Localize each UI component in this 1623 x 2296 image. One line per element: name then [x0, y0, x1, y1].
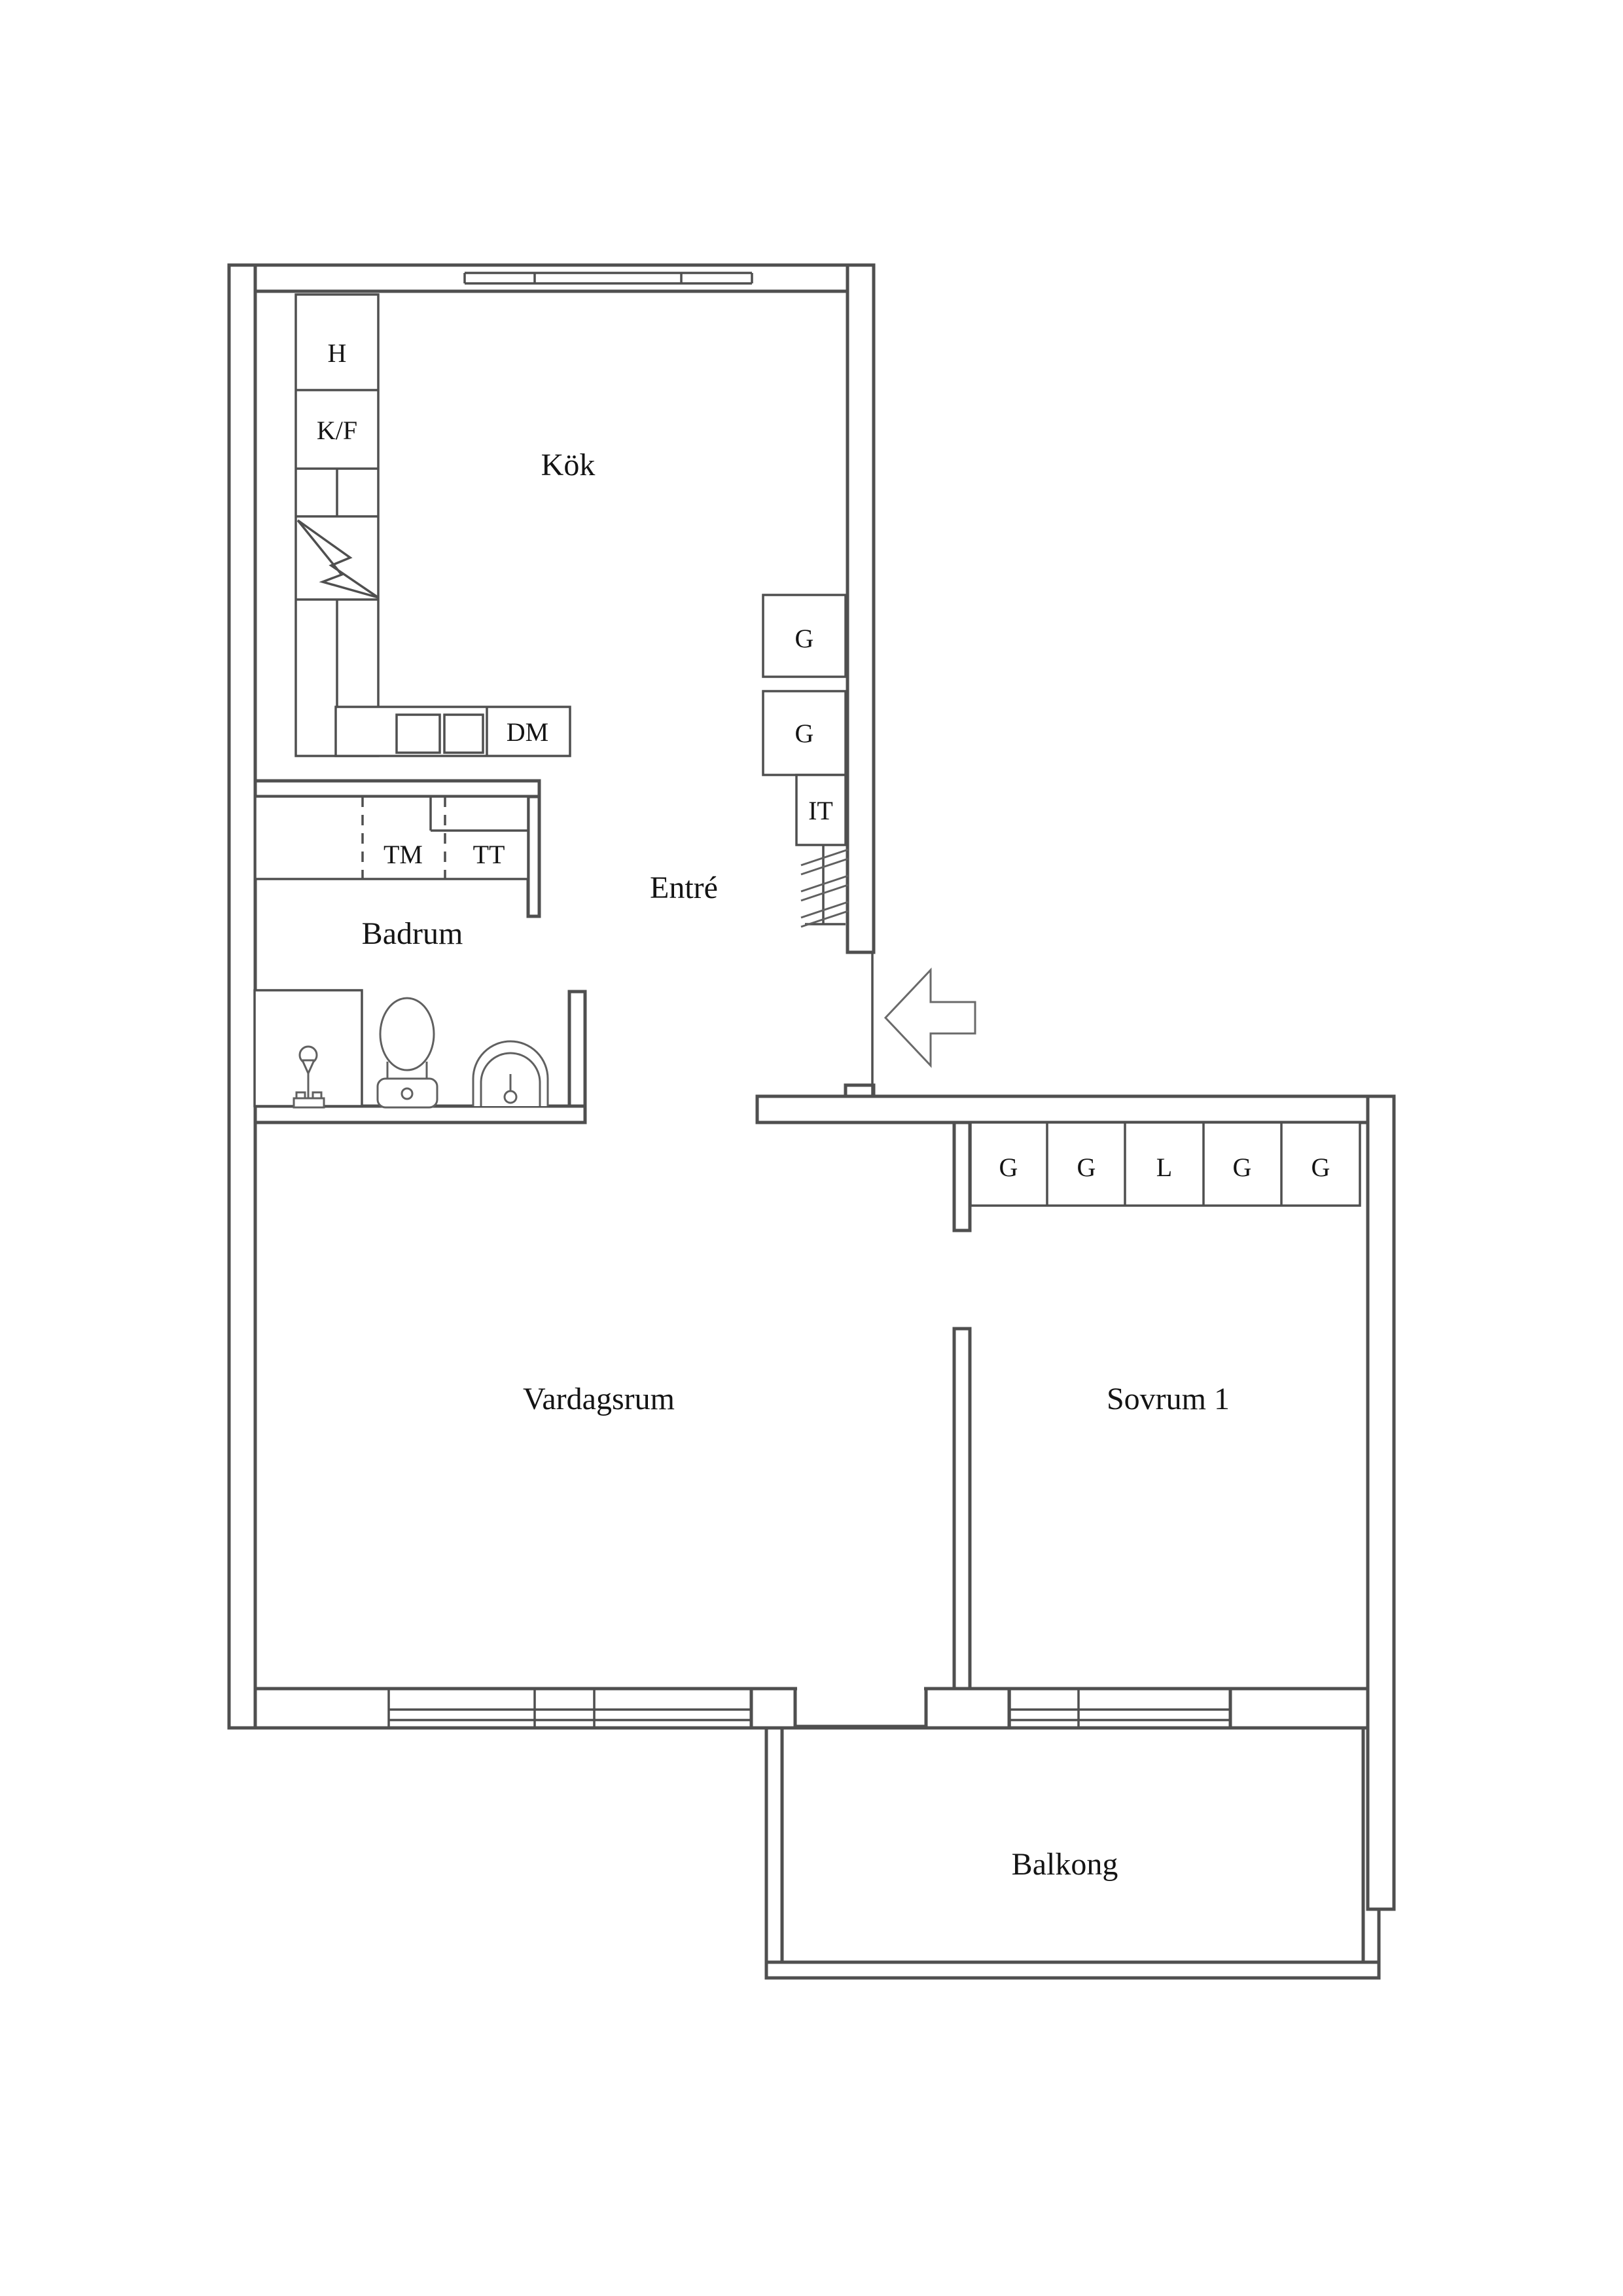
label-balcony: Balkong [1012, 1847, 1118, 1882]
balcony-rail-left [764, 1726, 784, 1980]
label-fridge-freezer: K/F [317, 416, 357, 445]
label-living-room: Vardagsrum [523, 1382, 675, 1416]
balcony-rail-bottom [764, 1960, 1381, 1980]
kitchen-window [463, 268, 753, 289]
kitchen-tall-cabinet-1 [762, 594, 847, 678]
balcony-door-opening [795, 1685, 926, 1727]
kitchen-sink-bowl-right [443, 713, 484, 754]
label-washing-machine: TM [383, 840, 423, 869]
label-closet-1: G [999, 1153, 1018, 1182]
toilet-icon [376, 997, 438, 1109]
wall-bottom-right-segment [1228, 1687, 1370, 1730]
bedroom-closets [969, 1121, 1361, 1207]
bedroom-window [1008, 1690, 1232, 1728]
wall-pier-balcony-right [924, 1687, 1011, 1730]
kitchen-it-cabinet [795, 774, 847, 846]
openings [387, 268, 1232, 1728]
wall-pier-balcony-left [749, 1687, 797, 1730]
entrance-arrow-icon [883, 967, 976, 1068]
label-cabinet-g1: G [795, 624, 814, 653]
label-bathroom: Badrum [362, 916, 463, 951]
wall-hall-south [755, 1094, 1396, 1124]
label-closet-3: L [1156, 1153, 1172, 1182]
label-closet-2: G [1077, 1153, 1096, 1182]
wall-kitchen-right [846, 263, 876, 954]
kitchen-cabinets [294, 293, 849, 928]
label-kitchen: Kök [541, 448, 596, 482]
label-it-cabinet: IT [808, 796, 833, 825]
label-cabinet-g2: G [795, 719, 814, 748]
label-hood: H [328, 338, 347, 368]
laundry-counter [254, 795, 529, 880]
label-tumble-dryer: TT [473, 840, 505, 869]
wall-left [227, 263, 257, 1730]
label-bedroom: Sovrum 1 [1107, 1382, 1230, 1416]
wall-bedroom-door-stub [952, 1121, 972, 1232]
wall-right [1366, 1094, 1396, 1911]
label-closet-5: G [1311, 1153, 1330, 1182]
entry-coat-hooks [800, 845, 849, 928]
wall-bathroom-top [253, 779, 541, 798]
wall-bathroom-right-upper [526, 795, 541, 918]
wall-entry-notch [844, 1083, 876, 1098]
sink-icon [472, 1040, 549, 1106]
wall-bathroom-bottom [253, 1104, 587, 1124]
wall-bathroom-right-stub [567, 990, 587, 1108]
stove-symbol [296, 519, 379, 599]
label-entry: Entré [650, 870, 718, 905]
labels: Kök Entré Badrum Vardagsrum Sovrum 1 Bal… [317, 338, 1330, 1882]
livingroom-window [387, 1690, 753, 1728]
shower-mixer-icon [293, 1045, 325, 1109]
label-dishwasher: DM [507, 717, 548, 747]
kitchen-sink-bowl-left [395, 713, 441, 754]
wall-partition-living-bedroom [952, 1327, 972, 1693]
walls [227, 263, 1396, 1980]
balcony-railing [764, 1726, 1381, 1980]
label-closet-4: G [1233, 1153, 1252, 1182]
bathroom-interior [253, 795, 549, 1109]
